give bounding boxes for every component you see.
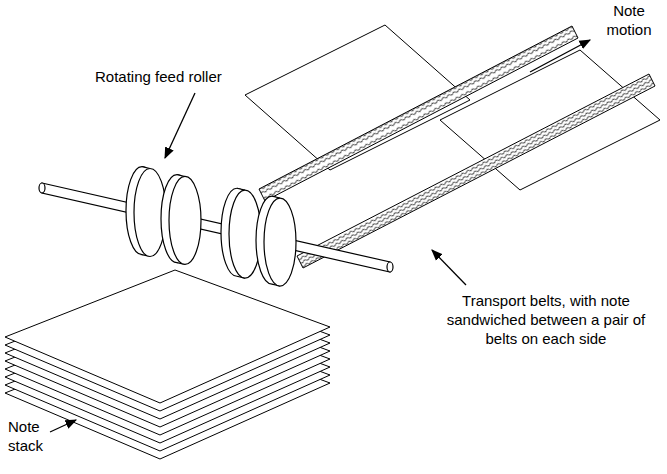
- leader-arrow: [50, 40, 590, 432]
- feed-roller: [39, 167, 393, 286]
- transport-belt: [259, 26, 655, 268]
- callout-label: Note motion: [596, 2, 662, 40]
- note-stack: [5, 270, 330, 459]
- callout-label: Transport belts, with note sandwiched be…: [440, 292, 652, 348]
- callout-label: Rotating feed roller: [95, 68, 265, 87]
- callout-label: Note stack: [8, 418, 52, 456]
